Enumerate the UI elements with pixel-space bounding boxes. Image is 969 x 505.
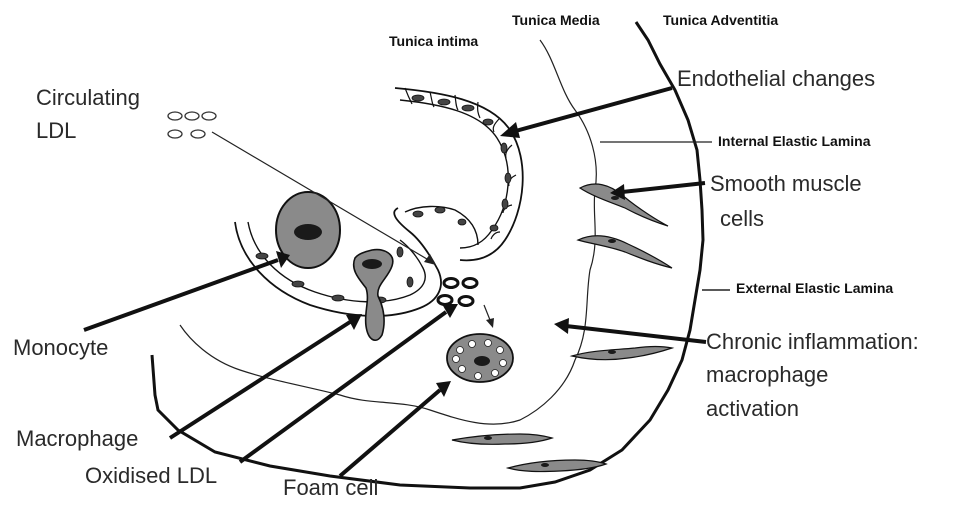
foam-cell-label: Foam cell	[283, 477, 378, 499]
smooth-muscle-label-1: Smooth muscle	[710, 173, 862, 195]
endothelial-changes-label: Endothelial changes	[677, 68, 875, 90]
smooth-muscle-label-2: cells	[720, 208, 764, 230]
chronic-inflammation-label-1: Chronic inflammation:	[706, 331, 919, 353]
circulating-ldl-particles	[168, 112, 216, 138]
internal-elastic-lamina-label: Internal Elastic Lamina	[718, 134, 871, 148]
internal-elastic-lamina-line	[180, 40, 596, 424]
external-elastic-lamina-label: External Elastic Lamina	[736, 281, 893, 295]
circulating-ldl-label-1: Circulating	[36, 87, 140, 109]
chronic-inflammation-label-2: macrophage	[706, 364, 828, 386]
oxidised-ldl-particles	[438, 279, 477, 306]
tunica-intima-label: Tunica intima	[389, 34, 478, 48]
oxidised-ldl-label: Oxidised LDL	[85, 465, 217, 487]
oxidised-to-foam-arrow	[484, 305, 490, 320]
pointer-arrows	[84, 88, 706, 476]
foam-cell-nucleus	[474, 356, 490, 366]
tunica-adventitia-label: Tunica Adventitia	[663, 13, 778, 27]
chronic-inflammation-label-3: activation	[706, 398, 799, 420]
monocyte-label: Monocyte	[13, 337, 108, 359]
macrophage-label: Macrophage	[16, 428, 138, 450]
monocyte-nucleus	[294, 224, 322, 240]
macrophage-nucleus	[362, 259, 382, 269]
tunica-media-label: Tunica Media	[512, 13, 600, 27]
circulating-ldl-label-2: LDL	[36, 120, 76, 142]
